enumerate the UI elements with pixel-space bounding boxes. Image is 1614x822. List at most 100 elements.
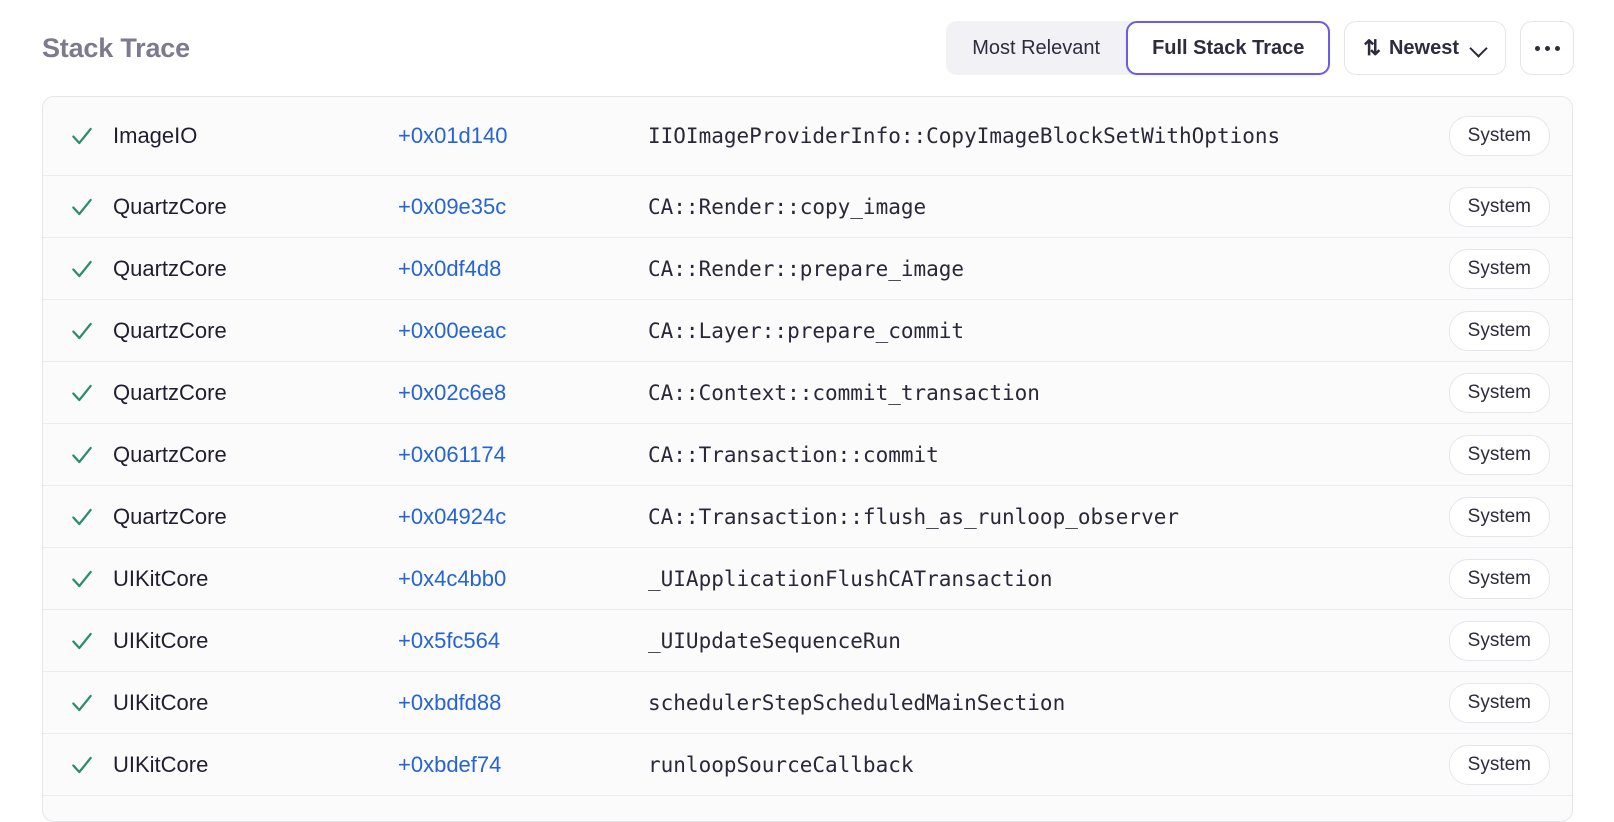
origin-badge: System [1448, 116, 1550, 156]
frame-origin-cell: System [1448, 620, 1550, 661]
frame-status-cell [69, 256, 113, 282]
frame-offset[interactable]: +0x00eeac [398, 317, 507, 343]
origin-badge: System [1448, 682, 1550, 723]
frame-origin-cell: System [1448, 744, 1550, 785]
frame-package: ImageIO [113, 123, 198, 148]
frame-origin-cell: System [1448, 116, 1550, 156]
frame-symbol: CA::Render::prepare_image [648, 256, 965, 281]
frame-status-cell [69, 318, 113, 344]
origin-badge: System [1448, 434, 1550, 475]
frame-symbol: CA::Layer::prepare_commit [648, 318, 965, 343]
frame-status-cell [69, 504, 113, 530]
page-title: Stack Trace [42, 32, 190, 63]
stack-frame-row[interactable]: ImageIO +0x01d140 IIOImageProviderInfo::Co… [43, 97, 1572, 176]
stack-frame-row[interactable]: QuartzCore +0x09e35c CA::Render::copy_imag… [43, 176, 1572, 238]
frame-status-cell [69, 123, 113, 149]
check-icon [72, 384, 92, 401]
frame-offset[interactable]: +0xbdef74 [398, 751, 502, 777]
frame-status-cell [69, 752, 113, 778]
frame-package: QuartzCore [113, 317, 227, 343]
frame-package: QuartzCore [113, 379, 227, 405]
check-icon [72, 127, 92, 145]
frame-origin-cell: System [1448, 186, 1550, 227]
frame-offset[interactable]: +0x02c6e8 [398, 379, 507, 405]
frame-package: QuartzCore [113, 503, 227, 529]
stack-frame-row[interactable]: UIKitCore+0x4c4bb0_UIApplicationFlushCAT… [43, 548, 1572, 610]
origin-badge: System [1448, 558, 1550, 599]
frame-origin-cell: System [1448, 310, 1550, 351]
frame-symbol: runloopSourceCallback [648, 752, 914, 777]
frame-offset[interactable]: +0x09e35c [398, 193, 507, 219]
stack-trace-mode-segmented-control[interactable]: Most Relevant Full Stack Trace [946, 21, 1331, 75]
check-icon [72, 756, 92, 773]
check-icon [72, 322, 92, 339]
stack-frame-row[interactable]: QuartzCore +0x00eeac CA::Layer::prepare_co… [43, 300, 1572, 362]
frame-package: QuartzCore [113, 193, 227, 219]
frame-symbol: _UIApplicationFlushCATransaction [648, 566, 1053, 591]
frame-package: UIKitCore [113, 627, 209, 653]
frame-offset[interactable]: +0x5fc564 [398, 627, 501, 653]
check-icon [72, 694, 92, 711]
frame-symbol: CA::Transaction::flush_as_runloop_observ… [648, 504, 1180, 529]
frame-offset[interactable]: +0x061174 [398, 441, 506, 467]
frame-package: QuartzCore [113, 441, 227, 467]
check-icon [72, 570, 92, 587]
more-options-button[interactable] [1520, 21, 1574, 75]
origin-badge: System [1448, 248, 1550, 289]
frame-symbol: schedulerStepScheduledMainSection [648, 690, 1066, 715]
segment-most-relevant[interactable]: Most Relevant [972, 36, 1101, 59]
origin-badge: System [1448, 372, 1550, 413]
frame-offset[interactable]: +0xbdfd88 [398, 689, 502, 715]
stack-frame-row[interactable]: QuartzCore +0x04924c CA::Transaction::flus… [43, 486, 1572, 548]
frame-package: QuartzCore [113, 255, 227, 281]
frame-status-cell [69, 194, 113, 220]
chevron-down-icon [1471, 40, 1487, 56]
origin-badge: System [1448, 620, 1550, 661]
check-icon [72, 632, 92, 649]
frame-origin-cell: System [1448, 558, 1550, 599]
stack-frame-row[interactable]: QuartzCore +0x02c6e8 CA::Context::commit_t… [43, 362, 1572, 424]
check-icon [72, 446, 92, 463]
check-icon [72, 198, 92, 215]
stack-frame-row[interactable]: QuartzCore +0x0df4d8 CA::Render::prepare_i… [43, 238, 1572, 300]
frame-origin-cell: System [1448, 434, 1550, 475]
origin-badge: System [1448, 744, 1550, 785]
frame-symbol: IIOImageProviderInfo::CopyImageBlockSetW… [648, 124, 1281, 148]
frame-status-cell [69, 442, 113, 468]
origin-badge: System [1448, 186, 1550, 227]
frame-status-cell [69, 380, 113, 406]
frame-origin-cell: System [1448, 496, 1550, 537]
sort-arrows-icon: ⇅ [1363, 36, 1381, 60]
ellipsis-icon [1534, 45, 1560, 51]
frame-status-cell [69, 690, 113, 716]
frame-origin-cell: System [1448, 682, 1550, 723]
origin-badge: System [1448, 310, 1550, 351]
frame-offset[interactable]: +0x0df4d8 [398, 255, 502, 281]
sort-button-label: Newest [1388, 36, 1459, 59]
frame-offset[interactable]: +0x01d140 [398, 123, 508, 148]
segment-full-stack-trace[interactable]: Full Stack Trace [1126, 21, 1331, 75]
stack-frame-row[interactable]: UIKitCore +0x5fc564 _UIUpdateSequenceRun Sy… [43, 610, 1572, 672]
frame-status-cell [69, 566, 113, 592]
check-icon [72, 508, 92, 525]
stack-frame-list: ImageIO +0x01d140 IIOImageProviderInfo::Co… [42, 96, 1573, 822]
stack-frame-row[interactable]: UIKitCore +0xbdef74 runloopSourceCallback S… [43, 734, 1572, 796]
frame-offset[interactable]: +0x04924c [398, 503, 507, 529]
frame-symbol: CA::Context::commit_transaction [648, 380, 1040, 405]
frame-package: UIKitCore [113, 751, 209, 777]
frame-package: UIKitCore [113, 689, 209, 715]
origin-badge: System [1448, 496, 1550, 537]
frame-origin-cell: System [1448, 372, 1550, 413]
stack-frame-row[interactable]: UIKitCore +0xbdfd88 schedulerStepScheduled… [43, 672, 1572, 734]
check-icon [72, 260, 92, 277]
frame-symbol: CA::Render::copy_image [648, 194, 927, 219]
sort-button[interactable]: ⇅ Newest [1344, 21, 1506, 75]
stack-trace-header: Stack Trace Most Relevant Full Stack Tra… [0, 0, 1614, 96]
frame-origin-cell: System [1448, 248, 1550, 289]
frame-status-cell [69, 628, 113, 654]
frame-offset[interactable]: +0x4c4bb0 [398, 565, 507, 591]
header-actions: Most Relevant Full Stack Trace ⇅ Newest [946, 21, 1574, 75]
frame-symbol: _UIUpdateSequenceRun [648, 628, 901, 653]
